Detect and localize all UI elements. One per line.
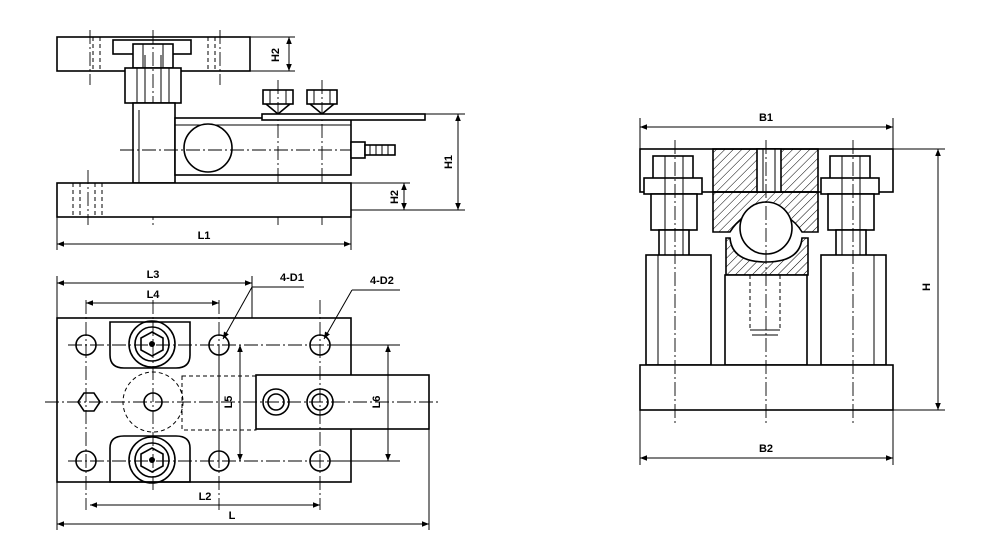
label-h2-top: H2	[270, 48, 282, 62]
label-l1: L1	[198, 230, 211, 242]
label-l3: L3	[147, 269, 160, 281]
label-d2: 4-D2	[370, 275, 394, 287]
label-h2-bottom: H2	[389, 190, 401, 204]
front-view: B1 B2 H	[639, 112, 945, 465]
label-l: L	[229, 510, 236, 522]
label-l4: L4	[147, 289, 161, 301]
side-base-plate	[56, 182, 352, 218]
label-l5: L5	[223, 396, 235, 409]
plan-view: L3 L4 L5 L6 L2 L 4-D1 4-D2	[45, 269, 440, 530]
label-l6: L6	[371, 396, 383, 409]
front-base	[639, 364, 894, 411]
left-column	[645, 254, 712, 366]
side-view: L1 H2 H2 H1	[56, 30, 465, 250]
label-h: H	[921, 283, 933, 291]
label-b2: B2	[759, 443, 773, 455]
beam-hole	[183, 123, 233, 173]
label-b1: B1	[759, 112, 773, 124]
label-d1: 4-D1	[280, 272, 304, 284]
cable-gland	[350, 141, 366, 159]
right-column	[820, 254, 887, 366]
leader-d2	[323, 289, 353, 340]
label-l2: L2	[199, 491, 212, 503]
label-h1: H1	[443, 155, 455, 169]
leader-d1	[222, 286, 253, 340]
